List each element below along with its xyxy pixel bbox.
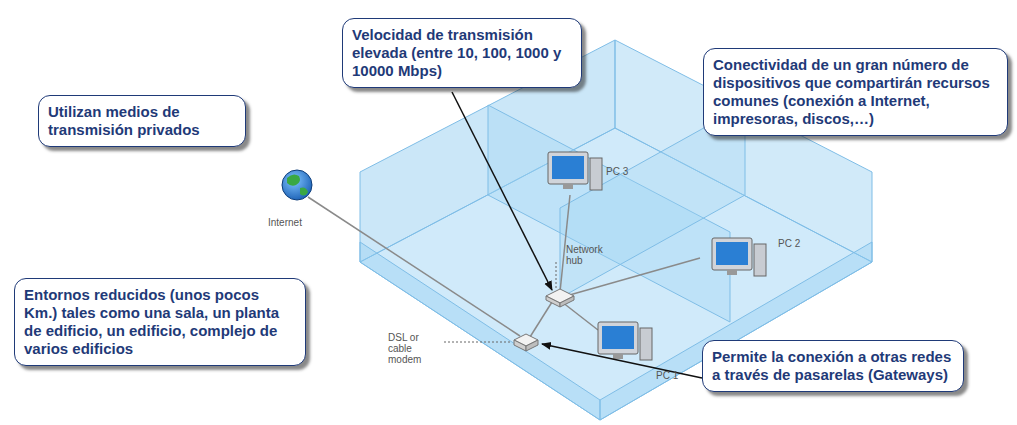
callout-box: Permite la conexión a otras redes a trav… xyxy=(702,340,964,392)
device-label: PC 1 xyxy=(656,370,696,381)
callout-box: Velocidad de transmisión elevada (entre … xyxy=(342,18,582,88)
device-label: Network hub xyxy=(566,244,612,266)
callout-text: Conectividad de un gran número de dispos… xyxy=(713,56,998,128)
device-label: PC 2 xyxy=(778,238,818,249)
callout-box: Entornos reducidos (unos pocos Km.) tale… xyxy=(14,278,306,366)
callout-text: Velocidad de transmisión elevada (entre … xyxy=(352,26,572,80)
callout-text: Entornos reducidos (unos pocos Km.) tale… xyxy=(24,286,296,358)
device-label: PC 3 xyxy=(606,166,646,177)
device-label: DSL or cable modem xyxy=(388,332,444,365)
callout-box: Utilizan medios de transmisión privados xyxy=(38,95,246,147)
callout-text: Permite la conexión a otras redes a trav… xyxy=(712,348,954,384)
callout-text: Utilizan medios de transmisión privados xyxy=(48,103,236,139)
callout-box: Conectividad de un gran número de dispos… xyxy=(703,48,1008,136)
device-label: Internet xyxy=(268,217,318,228)
